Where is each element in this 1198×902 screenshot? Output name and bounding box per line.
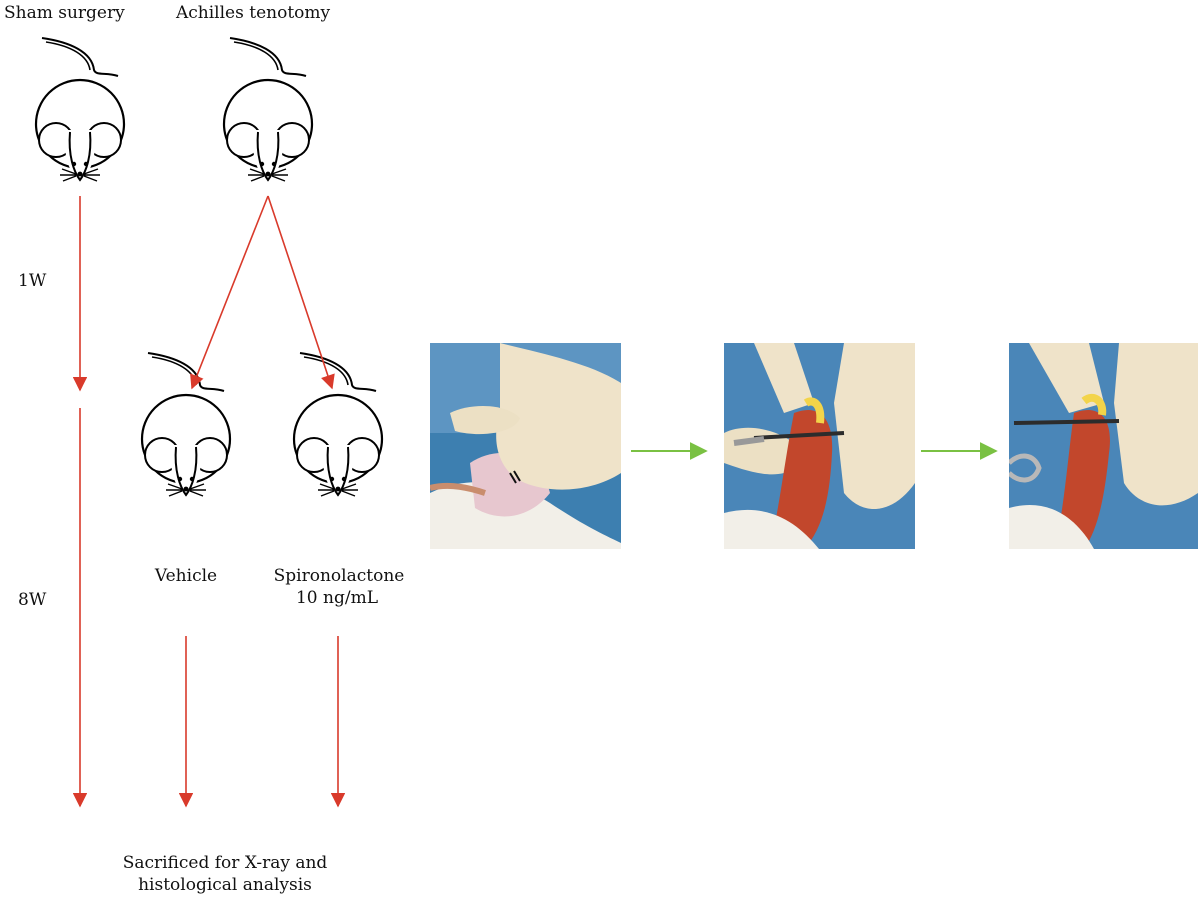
tenotomy-mouse-icon xyxy=(224,38,312,182)
surgery-photo-1-incision xyxy=(430,343,621,549)
surgery-photo-2-tendon-exposure xyxy=(724,343,915,549)
spironolactone-mouse-icon xyxy=(294,353,382,497)
sham-mouse-icon xyxy=(36,38,124,182)
surgery-photo-3-tenotomy xyxy=(1009,343,1198,549)
tenotomy-to-spironolactone-arrow xyxy=(268,196,332,388)
tenotomy-to-vehicle-arrow xyxy=(192,196,268,388)
vehicle-mouse-icon xyxy=(142,353,230,497)
timeline-arrows xyxy=(80,196,338,806)
